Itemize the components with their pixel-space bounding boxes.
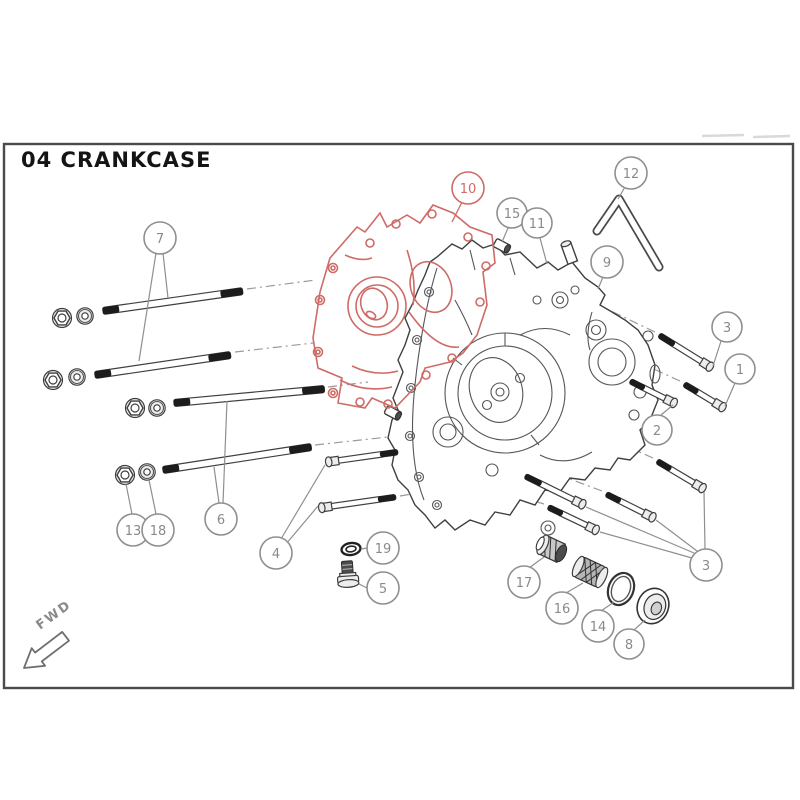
flange-nut <box>124 397 146 419</box>
callout-9: 9 <box>590 245 624 290</box>
callout-7: 7 <box>138 221 177 362</box>
flange-nut-13 <box>114 464 136 486</box>
stud-bolt <box>94 351 232 379</box>
oil-seal-cap-8 <box>636 587 670 625</box>
drain-plug-5 <box>336 560 360 588</box>
strainer-screen-16 <box>571 555 609 589</box>
fwd-arrow-icon <box>23 631 70 669</box>
svg-text:11: 11 <box>529 217 546 232</box>
bolt <box>605 491 657 523</box>
right-crankcase-half <box>387 239 661 536</box>
callout-17: 17 <box>507 556 545 599</box>
svg-text:8: 8 <box>625 638 633 653</box>
svg-text:1: 1 <box>736 363 744 378</box>
bolt <box>656 459 707 494</box>
scan-artifact <box>701 133 745 138</box>
svg-text:9: 9 <box>603 256 611 271</box>
dowel-pin <box>383 405 403 421</box>
svg-text:13: 13 <box>125 524 142 539</box>
bolt <box>683 382 727 413</box>
stud-bolt <box>162 443 313 474</box>
washer <box>68 368 86 386</box>
callout-3-upper: 3 <box>711 311 743 367</box>
bolt-4a <box>324 449 399 468</box>
left-crankcase-half-highlighted <box>312 204 496 409</box>
svg-text:4: 4 <box>272 547 280 562</box>
svg-text:15: 15 <box>504 207 521 222</box>
bent-rod-12 <box>592 194 664 272</box>
callout-11: 11 <box>521 207 553 265</box>
callout-12: 12 <box>614 156 648 200</box>
svg-text:7: 7 <box>156 232 164 247</box>
bolt <box>629 378 679 409</box>
callout-2: 2 <box>641 404 674 446</box>
svg-text:2: 2 <box>653 424 661 439</box>
svg-text:3: 3 <box>723 321 731 336</box>
callout-4: 4 <box>259 464 326 570</box>
callout-3-lower: 3 <box>585 491 723 582</box>
stud-bolt <box>173 385 326 407</box>
washer-18 <box>138 463 156 481</box>
o-ring-19 <box>340 541 362 557</box>
svg-text:6: 6 <box>217 513 225 528</box>
flange-nut <box>42 369 64 391</box>
dowel-pin <box>492 238 512 254</box>
callout-8: 8 <box>613 619 646 660</box>
washer <box>76 307 94 325</box>
callout-18: 18 <box>141 479 175 547</box>
bolt <box>658 333 715 372</box>
svg-text:12: 12 <box>623 167 640 182</box>
bolt <box>524 473 587 510</box>
oil-strainer-cap-17 <box>535 534 568 564</box>
callout-1: 1 <box>724 353 756 407</box>
callout-10: 10 <box>451 171 485 223</box>
callout-6: 6 <box>204 400 238 536</box>
gasket-ring-14 <box>606 571 636 607</box>
washer <box>148 399 166 417</box>
callout-5: 5 <box>358 571 400 605</box>
callout-14: 14 <box>581 601 615 643</box>
callout-19: 19 <box>360 531 400 565</box>
flange-nut <box>51 307 73 329</box>
svg-text:16: 16 <box>554 602 571 617</box>
stud-bolt <box>102 287 244 315</box>
scan-artifact <box>752 134 791 139</box>
page-title: 04 CRANKCASE <box>21 148 211 172</box>
svg-text:14: 14 <box>590 620 607 635</box>
svg-text:5: 5 <box>379 582 387 597</box>
svg-text:10: 10 <box>460 182 477 197</box>
bolt <box>547 504 601 536</box>
svg-text:3: 3 <box>702 559 710 574</box>
callout-13: 13 <box>116 483 150 547</box>
svg-text:18: 18 <box>150 524 167 539</box>
svg-text:19: 19 <box>375 542 392 557</box>
svg-text:17: 17 <box>516 576 533 591</box>
callout-16: 16 <box>545 582 584 625</box>
bolt-4b <box>317 494 397 514</box>
